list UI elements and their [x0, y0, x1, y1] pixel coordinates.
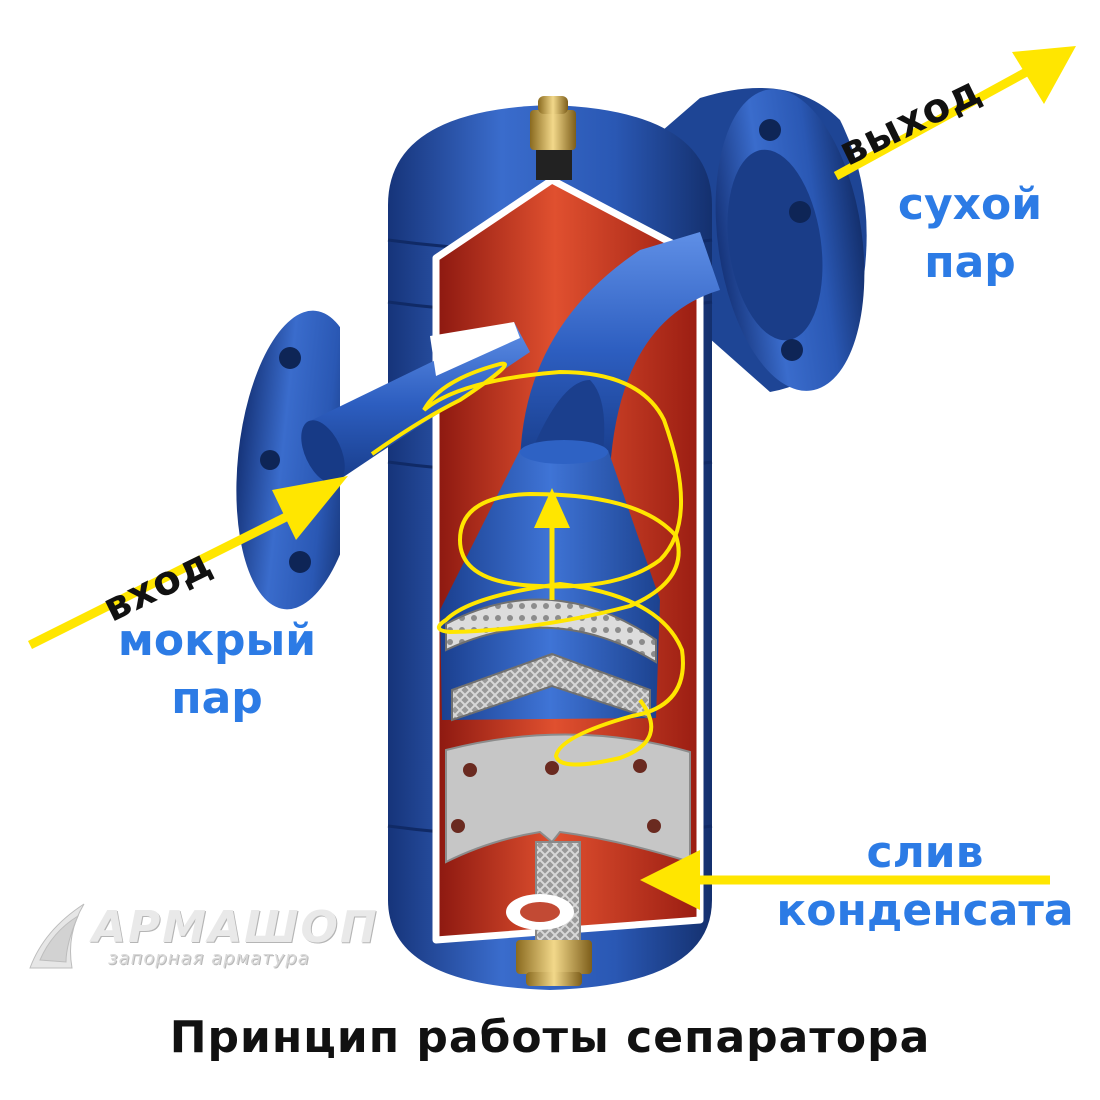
- logo-wing-icon: [29, 903, 85, 969]
- swirl-flow-path: [370, 361, 685, 767]
- drain-label: слив конденсата: [770, 824, 1080, 940]
- wet-steam-label-line1: мокрый: [117, 615, 317, 666]
- dry-steam-label-line1: сухой: [897, 179, 1043, 230]
- dry-steam-label-line2: пар: [924, 237, 1016, 288]
- drain-label-line2: конденсата: [776, 885, 1074, 936]
- wet-steam-label-line2: пар: [171, 673, 263, 724]
- logo: АРМАШОП запорная арматура: [22, 902, 377, 976]
- drain-label-line1: слив: [866, 827, 984, 878]
- drain-arrow: [640, 850, 1050, 910]
- outlet-arrow: [833, 46, 1076, 180]
- logo-tagline: запорная арматура: [108, 948, 310, 969]
- dry-steam-label: сухой пар: [880, 176, 1060, 292]
- bottom-fitting: [516, 940, 592, 986]
- updraft-arrow: [534, 488, 570, 600]
- inlet-pipe: [301, 322, 530, 486]
- drain-strainer: [506, 841, 581, 943]
- inlet-arrow: [27, 476, 348, 650]
- wet-steam-label: мокрый пар: [92, 612, 342, 728]
- logo-name: АРМАШОП: [92, 902, 379, 953]
- top-fitting: [530, 96, 576, 180]
- baffle-plate: [445, 733, 691, 864]
- diagram-caption: Принцип работы сепаратора: [169, 1012, 931, 1063]
